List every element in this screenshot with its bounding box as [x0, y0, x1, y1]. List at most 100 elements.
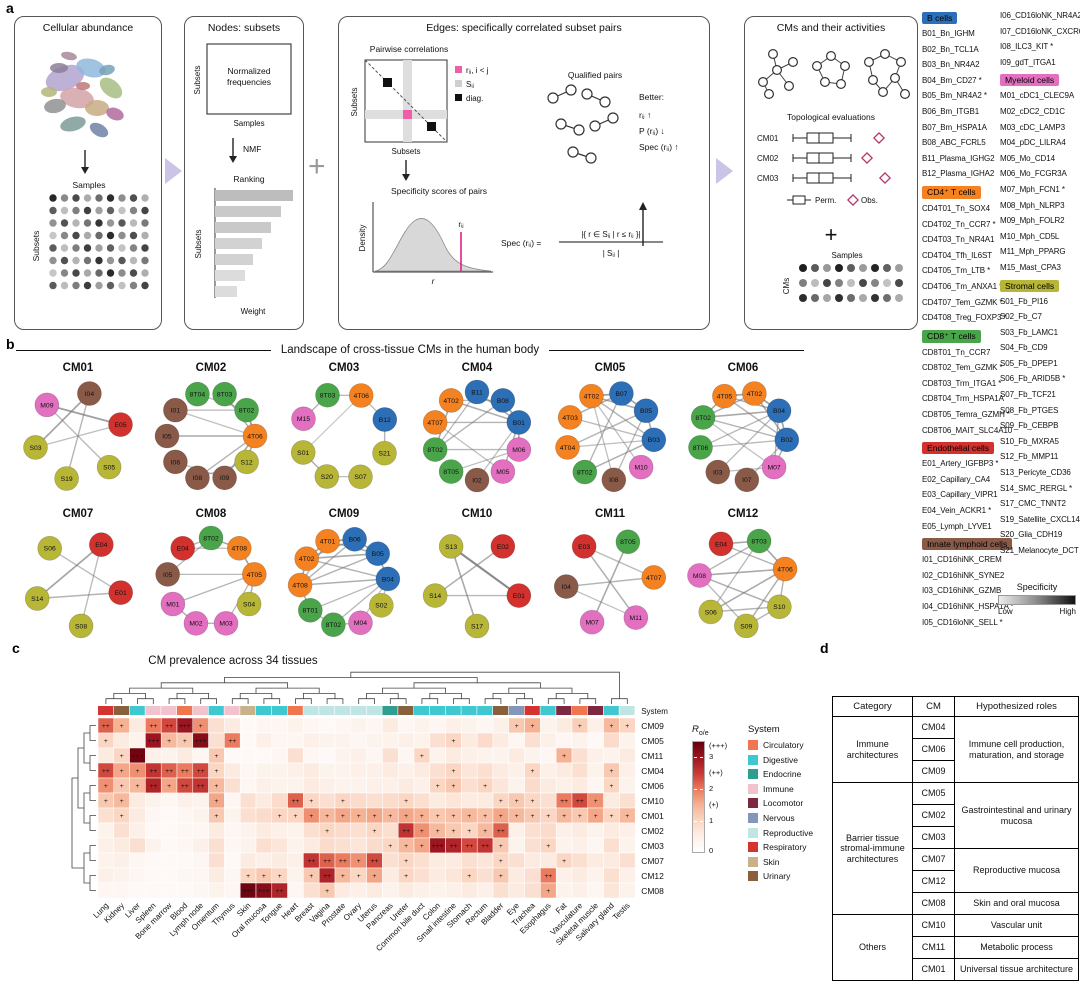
heatmap-cell	[224, 777, 241, 794]
heatmap-annotation: ++	[371, 858, 379, 865]
heatmap-cell	[287, 837, 304, 854]
heatmap-cell	[619, 822, 636, 839]
network-node-label: I01	[171, 408, 181, 415]
umap-cluster	[99, 77, 123, 99]
network-node-label: I05	[163, 572, 173, 579]
heatmap-cell	[366, 717, 383, 734]
heatmap-cell	[524, 882, 541, 899]
subset-item: M05_Mo_CD14	[1000, 153, 1055, 163]
sample-dot	[129, 194, 138, 202]
system-swatch	[748, 812, 758, 823]
plus-connector: +	[308, 150, 326, 183]
heatmap-annotation: +++	[432, 843, 444, 850]
network-node	[742, 381, 767, 406]
network-edge	[613, 410, 647, 481]
network-node	[108, 412, 133, 437]
network-node	[774, 427, 800, 453]
specificity-scores-label: Specificity scores of pairs	[391, 186, 487, 196]
network-node-label: 8T04	[190, 392, 206, 399]
heatmap-cell	[287, 777, 304, 794]
heatmap-cell	[160, 882, 178, 899]
sample-dot	[72, 281, 80, 290]
category-cell: Immune architectures	[832, 716, 913, 783]
heatmap-annotation: +	[341, 813, 345, 820]
heatmap-annotation: +	[120, 783, 124, 790]
subset-item: S05_Fb_DPEP1	[1000, 358, 1058, 368]
network-node-label: M11	[630, 615, 643, 622]
heatmap-cell	[508, 852, 525, 869]
dendrogram-branch	[492, 693, 525, 699]
heatmap-cell	[413, 732, 431, 749]
heatmap-cell	[413, 852, 431, 869]
cm-glyph-node	[768, 49, 779, 60]
heatmap-cell	[97, 747, 115, 764]
sample-dot	[95, 244, 103, 252]
subset-item: B08_ABC_FCRL5	[922, 138, 986, 148]
cm-activity-dot	[811, 294, 819, 302]
network-edge	[35, 424, 121, 448]
heatmap-cell	[271, 777, 288, 794]
network-title: CM03	[328, 362, 360, 374]
sample-dot	[49, 256, 57, 265]
network-node-label: S17	[471, 623, 483, 630]
heatmap-cell	[318, 732, 336, 749]
nmf-label: NMF	[243, 144, 261, 154]
network-node-label: I07	[742, 477, 752, 484]
heatmap-cell	[239, 822, 257, 839]
sample-dot	[106, 206, 115, 215]
heatmap-cell	[429, 852, 446, 869]
cm-glyph-node	[819, 76, 830, 87]
heatmap-cell	[382, 852, 399, 869]
network-node	[37, 535, 63, 561]
heatmap-cell	[382, 762, 399, 779]
network-node	[212, 465, 237, 491]
system-strip-cell	[335, 706, 351, 715]
colorbar-dash	[694, 788, 703, 790]
network-node-label: 8T03	[320, 393, 336, 400]
heatmap-cell	[334, 717, 352, 734]
network-node-label: S08	[75, 623, 87, 630]
cm-activity-dot	[883, 264, 891, 272]
network-edge	[172, 573, 255, 605]
network-title: CM02	[195, 362, 227, 374]
network-node	[438, 534, 464, 559]
sample-dot	[141, 194, 149, 202]
network-node	[553, 574, 579, 599]
subset-item: CD8T03_Trm_ITGA1 *	[922, 378, 1002, 388]
heatmap-annotation: +	[341, 873, 345, 880]
subset-item: I05_CD16loNK_SELL *	[922, 617, 1003, 627]
cm-activity-dot	[835, 279, 843, 287]
system-strip-cell	[192, 706, 208, 715]
subset-item: B11_Plasma_IGHG2	[922, 153, 995, 163]
network-node	[767, 594, 792, 620]
heatmap-cell	[603, 732, 620, 749]
system-swatch	[748, 754, 758, 765]
network-edge	[584, 393, 623, 473]
heatmap-annotation: +	[104, 783, 108, 790]
cm-activity-dot	[823, 294, 831, 302]
heatmap-annotation: +	[357, 858, 361, 865]
system-legend-entry: Digestive	[748, 754, 813, 765]
umap-cluster	[50, 63, 68, 73]
better-item: P (rᵢⱼ) ↓	[639, 126, 665, 136]
subsets-y-label: Subsets	[350, 88, 359, 117]
heatmap-cell	[603, 837, 620, 854]
dendrogram-branch	[421, 698, 439, 704]
umap-cluster	[60, 116, 86, 132]
subset-item: E04_Vein_ACKR1 *	[922, 506, 992, 516]
network-edge	[583, 545, 655, 579]
umap-cluster	[60, 87, 94, 109]
heatmap-cell	[287, 762, 304, 779]
heatmap-cell	[350, 747, 367, 764]
heatmap-cell	[271, 837, 288, 854]
network-edge	[566, 576, 654, 588]
system-strip-cell	[461, 706, 477, 715]
cm-cell: CM08	[912, 892, 955, 915]
heatmap-cell	[113, 852, 130, 869]
heatmap-cell	[303, 717, 320, 734]
system-strip-label: System	[641, 707, 668, 716]
dendrogram-branch	[303, 693, 336, 699]
